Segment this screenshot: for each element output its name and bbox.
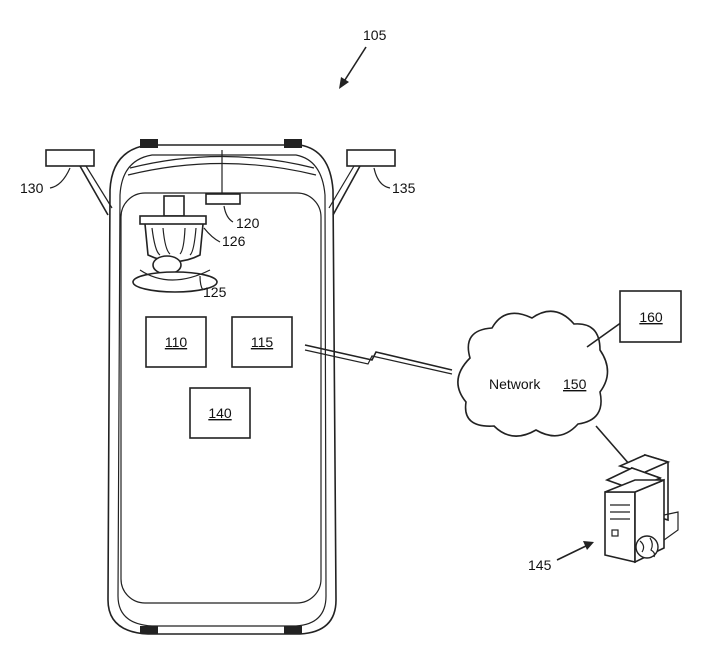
- light-arm-right: [328, 149, 396, 216]
- vehicle-body: [107, 139, 337, 635]
- leader-120: [223, 205, 234, 223]
- network-ref: 150: [563, 376, 587, 392]
- ref-label-135: 135: [392, 180, 416, 196]
- server-icon: [604, 453, 679, 564]
- wireless-link-inner: [304, 349, 453, 375]
- leader-130: [49, 167, 71, 189]
- network-cloud: Network 150: [457, 310, 609, 437]
- ref-arrow-145: [556, 541, 594, 561]
- sensor-120-box: [205, 193, 241, 205]
- ref-label-125: 125: [203, 284, 227, 300]
- seat-assembly: [132, 195, 218, 293]
- leader-125: [199, 275, 204, 291]
- block-115-label: 115: [251, 334, 274, 350]
- ref-label-120: 120: [236, 215, 260, 231]
- ref-arrow-105: [339, 46, 367, 89]
- ref-label-145: 145: [528, 557, 552, 573]
- roof-tab-left: [140, 139, 158, 148]
- ref-label-105: 105: [363, 27, 387, 43]
- roof-tab-right: [284, 139, 302, 148]
- block-140: 140: [189, 387, 251, 439]
- bottom-tab-right: [284, 626, 302, 634]
- network-label: Network: [489, 376, 541, 392]
- ref-label-126: 126: [222, 233, 246, 249]
- globe-icon: [635, 535, 659, 559]
- leader-135: [373, 167, 391, 189]
- block-140-label: 140: [208, 405, 232, 421]
- link-160: [586, 321, 623, 348]
- link-145: [595, 425, 631, 466]
- block-115: 115: [231, 316, 293, 368]
- block-160: 160: [619, 290, 682, 343]
- bottom-tab-left: [140, 626, 158, 634]
- light-arm-left: [45, 149, 113, 216]
- ref-label-130: 130: [20, 180, 44, 196]
- block-110-label: 110: [165, 334, 188, 350]
- block-110: 110: [145, 316, 207, 368]
- leader-126: [203, 227, 221, 243]
- block-160-label: 160: [639, 309, 663, 325]
